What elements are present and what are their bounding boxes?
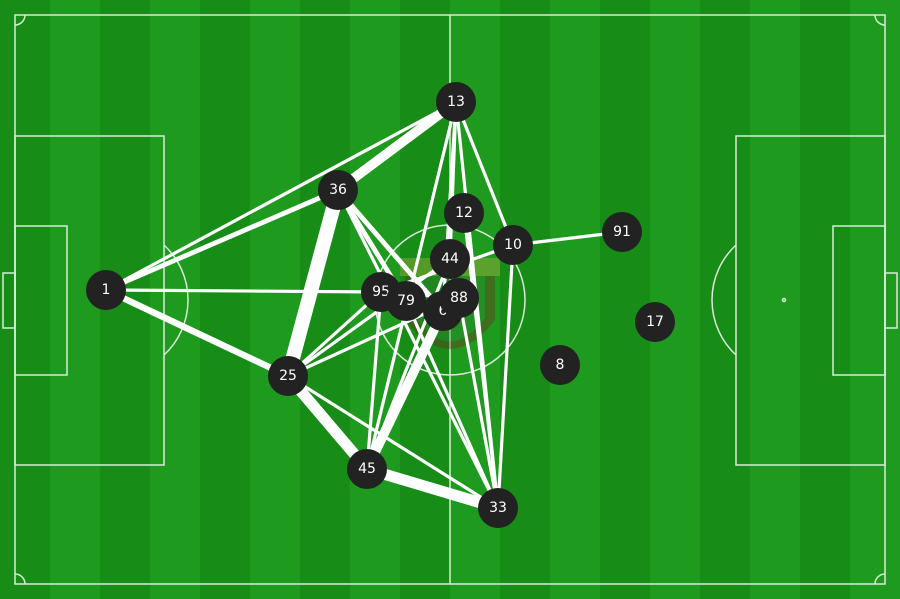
player-number-label: 91	[613, 224, 631, 240]
player-number-label: 13	[447, 94, 465, 110]
player-node-13[interactable]: 13	[436, 82, 476, 122]
left-goal	[2, 272, 16, 329]
player-circle	[439, 278, 479, 318]
player-node-88[interactable]: 88	[439, 278, 479, 318]
pitch-stripe	[850, 0, 900, 599]
pass-edge-1-95	[104, 288, 383, 294]
pass-edge-10-33	[496, 243, 515, 510]
player-node-33[interactable]: 33	[478, 488, 518, 528]
player-node-8[interactable]: 8	[540, 345, 580, 385]
player-number-label: 12	[455, 205, 473, 221]
player-node-79[interactable]: 79	[386, 281, 426, 321]
pass-edge-36-25	[280, 182, 346, 384]
pass-edge-36-33	[336, 188, 500, 510]
pitch-stripe	[700, 0, 751, 599]
pass-edge-45-6	[362, 306, 448, 474]
player-circle	[347, 449, 387, 489]
player-circle	[86, 270, 126, 310]
player-circle	[635, 302, 675, 342]
pass-edge-33-88	[457, 296, 500, 510]
player-number-label: 25	[279, 368, 297, 384]
player-number-label: 33	[489, 500, 507, 516]
player-number-label: 10	[504, 237, 522, 253]
player-number-label: 36	[329, 182, 347, 198]
pass-edge-25-95	[286, 290, 383, 378]
player-number-label: 44	[441, 251, 459, 267]
pitch-stripe	[650, 0, 701, 599]
player-circle	[386, 281, 426, 321]
pass-edge-1-25	[102, 286, 292, 380]
pitch-stripe	[550, 0, 601, 599]
player-number-label: 79	[397, 293, 415, 309]
right-goal	[884, 272, 898, 329]
player-circle	[436, 82, 476, 122]
corner-arc-tl	[14, 14, 26, 26]
player-circle	[540, 345, 580, 385]
player-node-25[interactable]: 25	[268, 356, 308, 396]
player-node-12[interactable]: 12	[444, 193, 484, 233]
pass-edge-25-33	[286, 374, 500, 510]
player-circle	[430, 239, 470, 279]
player-circle	[268, 356, 308, 396]
pass-edge-1-13	[104, 100, 458, 292]
pitch-stripe	[750, 0, 801, 599]
player-node-17[interactable]: 17	[635, 302, 675, 342]
player-number-label: 88	[450, 290, 468, 306]
pitch-stripe	[200, 0, 251, 599]
pitch-stripe	[150, 0, 201, 599]
player-circle	[318, 170, 358, 210]
corner-arc-bl	[14, 573, 26, 585]
pass-edge-45-33	[361, 463, 504, 514]
pass-edge-13-10	[454, 100, 515, 247]
player-circle	[444, 193, 484, 233]
player-node-91[interactable]: 91	[602, 212, 642, 252]
player-number-label: 17	[646, 314, 664, 330]
player-circle	[493, 225, 533, 265]
pitch-stripe	[800, 0, 851, 599]
pitch-stripe	[600, 0, 651, 599]
player-number-label: 95	[372, 284, 390, 300]
player-node-44[interactable]: 44	[430, 239, 470, 279]
pitch-stripe	[0, 0, 51, 599]
player-circle	[478, 488, 518, 528]
pass-edge-25-45	[282, 370, 373, 475]
pass-edge-44-25	[286, 257, 452, 378]
pass-edge-45-95	[365, 290, 383, 471]
right-penalty-spot	[781, 297, 787, 303]
left-penalty-arc	[163, 244, 189, 356]
player-node-45[interactable]: 45	[347, 449, 387, 489]
pass-edge-36-6	[335, 187, 446, 314]
pass-edge-36-13	[333, 97, 461, 195]
player-nodes: 1 36 13 12 10 91 44 95 79 688 17 8 25 45 33	[86, 82, 675, 528]
player-number-label: 45	[358, 461, 376, 477]
right-penalty-arc	[711, 244, 737, 356]
pitch-stripe	[250, 0, 301, 599]
corner-arc-tr	[874, 14, 886, 26]
player-node-36[interactable]: 36	[318, 170, 358, 210]
player-node-10[interactable]: 10	[493, 225, 533, 265]
player-circle	[602, 212, 642, 252]
player-number-label: 6	[439, 303, 448, 319]
pass-edge-33-79	[404, 299, 500, 510]
pass-edge-1-36	[103, 187, 341, 293]
player-node-1[interactable]: 1	[86, 270, 126, 310]
player-number-label: 8	[556, 357, 565, 373]
player-number-label: 1	[102, 282, 111, 298]
corner-arc-br	[874, 573, 886, 585]
